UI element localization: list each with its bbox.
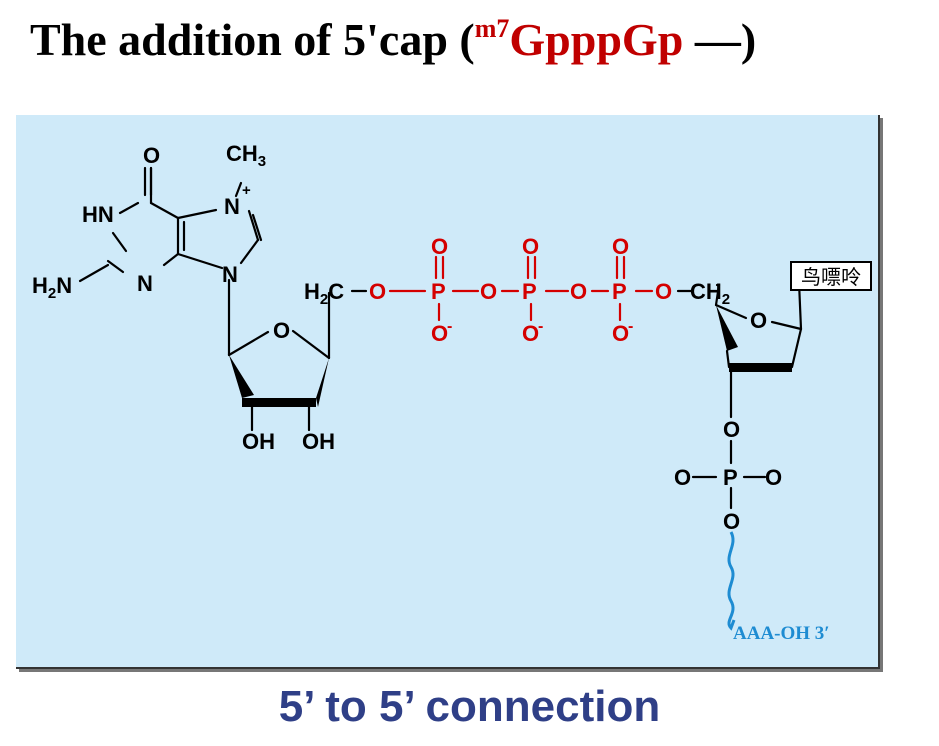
oxo-3: O [612,234,629,259]
bridge-o-1: O [369,279,386,304]
bridge-o-3: O [570,279,587,304]
guanine-box: 鸟嘌呤 [790,261,872,291]
positive-charge: + [242,182,251,199]
oxo-2: O [522,234,539,259]
carbonyl-o-label: O [143,143,160,168]
title-superscript: m7 [474,14,510,43]
bridge-o-4: O [655,279,672,304]
black-bonds [78,166,803,510]
guanine-label: 鸟嘌呤 [801,265,861,289]
lower-o-left: O [674,465,691,490]
phosphorus-3: P [612,279,627,304]
h2c-h: H [304,279,320,304]
diagram-panel: 鸟嘌呤 O CH3 + N HN N N H2N O OH OH H2C CH2… [16,115,880,669]
ch2-label: CH2 [690,279,730,308]
title-formula: GpppGp [509,14,684,65]
minus-1: - [447,318,452,335]
tail-label: AAA-OH 3′ [733,623,830,644]
phosphorus-2: P [522,279,537,304]
lower-o-top: O [723,417,740,442]
red-bonds [388,255,654,322]
lower-o-bottom: O [723,509,740,534]
amino-label: H2N [32,273,72,302]
methyl-ch: CH [226,141,258,166]
ribose2-o-label: O [750,308,767,333]
cap-structure-diagram: 鸟嘌呤 O CH3 + N HN N N H2N O OH OH H2C CH2… [32,141,872,644]
bridge-o-2: O [480,279,497,304]
amino-n: N [56,273,72,298]
h2c-label: H2C [304,279,344,308]
oxo-1: O [431,234,448,259]
n3-label: N [137,271,153,296]
hydroxyl-1: OH [242,429,275,454]
oxide-2: O [522,321,539,346]
lower-p: P [723,465,738,490]
poly-a-tail-bond [727,531,736,631]
methyl-label: CH3 [226,141,266,170]
caption: 5’ to 5’ connection [278,682,661,731]
nh-label: HN [82,202,114,227]
oxide-1: O [431,321,448,346]
title-prefix: The addition of 5'cap ( [30,14,475,65]
page-title: The addition of 5'cap (m7GpppGp —) [30,16,756,63]
n9-label: N [222,262,238,287]
phosphorus-1: P [431,279,446,304]
ch2-sub: 2 [722,291,730,308]
amino-h: H [32,273,48,298]
minus-2: - [538,318,543,335]
n7-label: N [224,194,240,219]
ribose-o-label: O [273,318,290,343]
oxide-3: O [612,321,629,346]
h2c-c: C [328,279,344,304]
ch2-ch: CH [690,279,722,304]
h2c-sub: 2 [320,291,328,308]
amino-sub: 2 [48,285,56,302]
minus-3: - [628,318,633,335]
lower-o-right: O [765,465,782,490]
hydroxyl-2: OH [302,429,335,454]
methyl-sub: 3 [258,153,266,170]
title-suffix: —) [683,14,757,65]
